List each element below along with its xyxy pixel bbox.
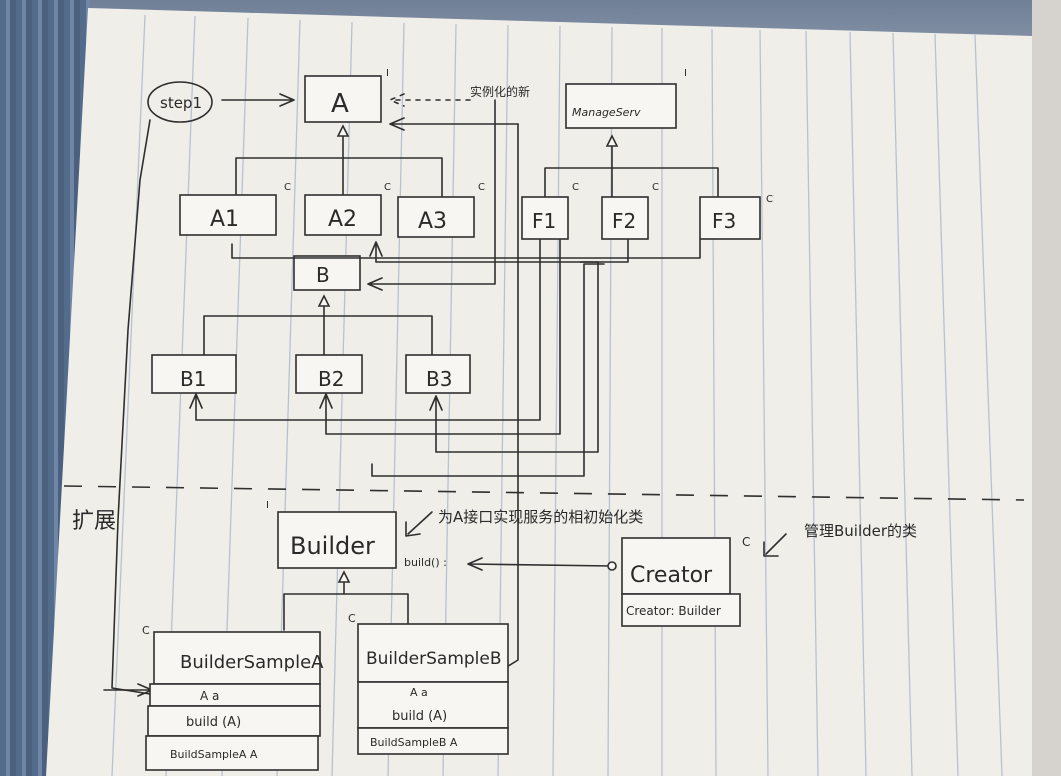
class-box-builder-sample-b	[357, 623, 509, 683]
dependency-lines	[189, 99, 701, 669]
class-box-b1	[151, 354, 237, 394]
sample-a-field: A a	[200, 689, 219, 703]
creator-note-arrow	[763, 533, 787, 557]
sample-b-method: build (A)	[392, 709, 447, 724]
sample-a-footer-box	[145, 735, 319, 771]
class-box-f3	[699, 196, 761, 240]
section-separator	[63, 485, 1025, 501]
creator-aggregation	[607, 561, 617, 571]
class-a-label: A	[331, 89, 349, 119]
class-builder-sample-b-label: BuilderSampleB	[366, 649, 502, 669]
builder-method: build() :	[404, 556, 447, 569]
creator-field: Creator: Builder	[626, 604, 721, 618]
marker-manager: I	[684, 68, 687, 79]
class-box-a2	[304, 194, 382, 236]
sample-b-field: A a	[410, 686, 428, 699]
class-box-f2	[601, 196, 649, 240]
sample-a-method: build (A)	[186, 715, 241, 730]
class-f3-label: F3	[712, 209, 736, 233]
marker-a2: C	[384, 182, 391, 193]
marker-a3: C	[478, 182, 485, 193]
class-a3-label: A3	[418, 209, 447, 234]
instantiate-note: 实例化的新	[470, 84, 530, 99]
inheritance-b	[203, 294, 433, 357]
step-label: step1	[160, 94, 202, 112]
class-b-label: B	[316, 263, 330, 287]
sample-a-footer: BuildSampleA A	[170, 748, 258, 761]
marker-creator: C	[742, 535, 750, 549]
class-box-b	[293, 255, 361, 291]
marker-sample-b: C	[348, 612, 356, 625]
sample-a-field-box	[149, 683, 321, 707]
class-b2-label: B2	[318, 367, 344, 391]
class-a1-label: A1	[210, 207, 239, 232]
class-box-b3	[405, 354, 471, 394]
creator-to-builder	[467, 557, 613, 571]
class-builder-sample-a-label: BuilderSampleA	[180, 652, 324, 673]
class-f2-label: F2	[612, 209, 636, 233]
inheritance-f	[544, 134, 719, 199]
inheritance-a	[235, 124, 443, 197]
class-box-a	[304, 75, 382, 123]
class-box-builder	[277, 511, 397, 569]
builder-note: 为A接口实现服务的相初始化类	[438, 508, 643, 526]
marker-sample-a: C	[142, 624, 150, 637]
class-box-manager	[565, 83, 677, 129]
desk-background-right	[1032, 0, 1061, 776]
extend-label: 扩展	[72, 509, 116, 534]
class-box-a3	[397, 196, 475, 238]
sample-b-member-box	[357, 681, 509, 729]
class-box-f1	[521, 196, 569, 240]
class-f1-label: F1	[532, 209, 556, 233]
builder-note-arrow	[405, 511, 433, 537]
inheritance-builder	[283, 570, 409, 631]
creator-note: 管理Builder的类	[804, 522, 917, 540]
class-a2-label: A2	[328, 207, 357, 232]
marker-a: I	[386, 68, 389, 79]
dependency-arrow-a	[389, 93, 471, 107]
class-b3-label: B3	[426, 367, 452, 391]
marker-builder: I	[266, 500, 269, 511]
marker-f3: C	[766, 194, 773, 205]
sample-b-footer: BuildSampleB A	[370, 736, 458, 749]
class-box-b2	[295, 354, 363, 394]
marker-f2: C	[652, 182, 659, 193]
marker-a1: C	[284, 182, 291, 193]
class-builder-label: Builder	[290, 532, 375, 560]
sample-b-footer-box	[357, 727, 509, 755]
marker-f1: C	[572, 182, 579, 193]
step-arrow	[221, 93, 295, 107]
creator-field-box	[621, 593, 741, 627]
class-creator-label: Creator	[630, 563, 713, 588]
class-b1-label: B1	[180, 367, 206, 391]
extend-line	[111, 119, 151, 695]
class-manager-label: ManageServ	[572, 106, 641, 119]
class-box-a1	[179, 194, 277, 236]
paper-sheet	[46, 8, 1032, 776]
step-oval	[147, 81, 213, 123]
